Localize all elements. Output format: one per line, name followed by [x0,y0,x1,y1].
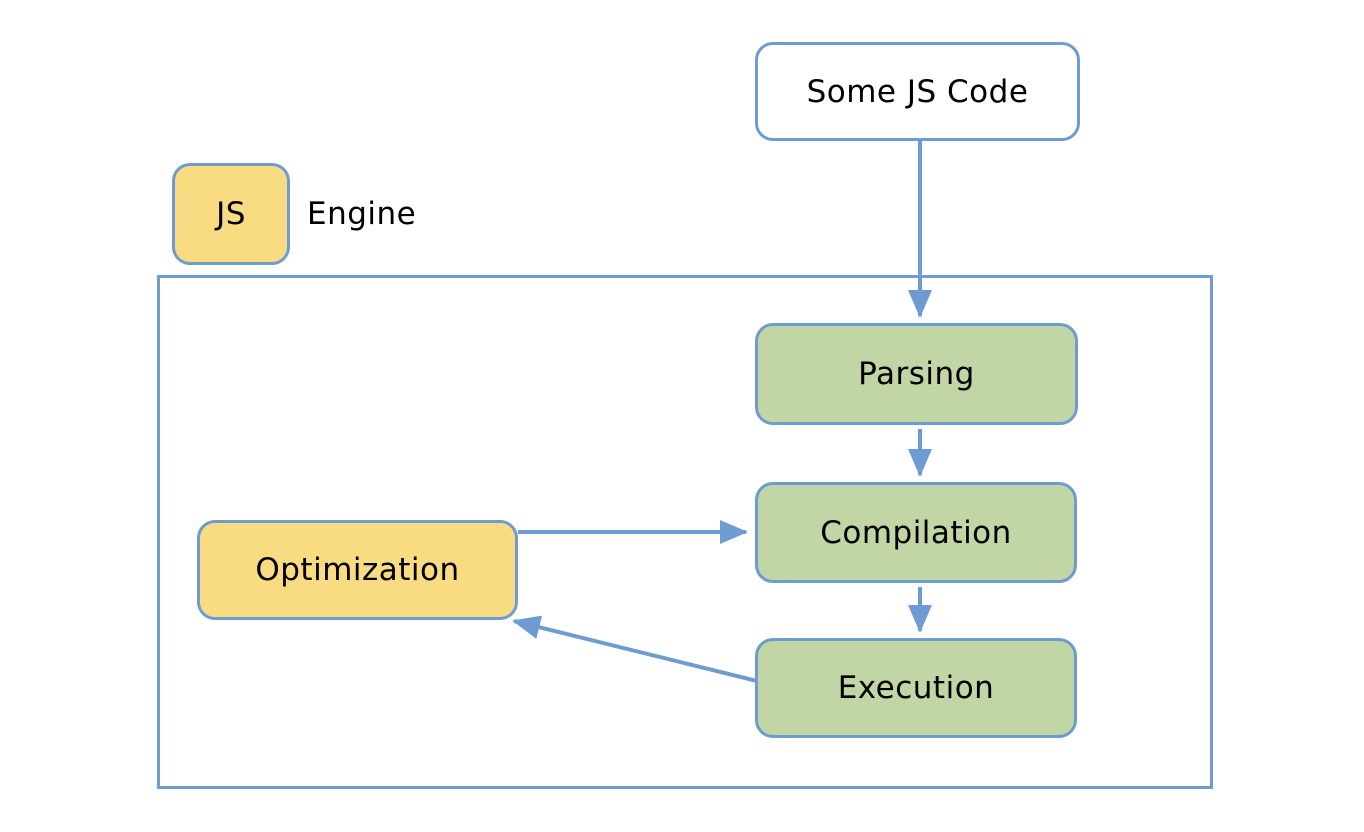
optimization-label: Optimization [255,552,460,588]
execution-box: Execution [755,638,1077,738]
compilation-box: Compilation [755,482,1077,583]
js-badge-label: JS [216,196,246,232]
optimization-box: Optimization [197,520,518,620]
execution-label: Execution [837,670,995,706]
parsing-box: Parsing [755,323,1078,425]
source-code-label: Some JS Code [806,73,1029,110]
source-code-box: Some JS Code [755,42,1080,141]
engine-container-box [157,275,1213,789]
parsing-label: Parsing [858,356,975,392]
js-badge: JS [172,163,290,265]
engine-label: Engine [307,196,417,232]
compilation-label: Compilation [820,514,1012,551]
